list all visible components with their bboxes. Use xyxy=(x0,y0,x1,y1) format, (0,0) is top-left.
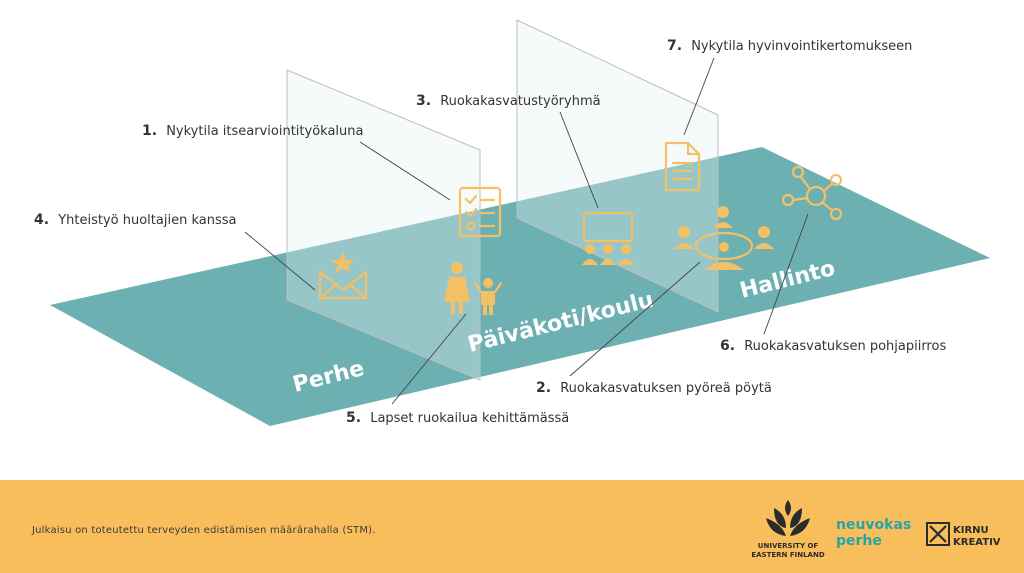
glass-panel-left xyxy=(286,69,481,381)
uef-line-2: EASTERN FINLAND xyxy=(751,551,824,559)
callout-6: 6. Ruokakasvatuksen pohjapiirros xyxy=(720,338,946,354)
callout-1: 1. Nykytila itsearviointityökaluna xyxy=(142,123,363,139)
leader-line-3 xyxy=(559,111,599,209)
callout-5: 5. Lapset ruokailua kehittämässä xyxy=(346,410,569,426)
envelope-star-icon xyxy=(318,252,368,300)
uef-logo: UNIVERSITY OF EASTERN FINLAND xyxy=(751,500,825,559)
round-table-icon xyxy=(674,206,774,270)
kirnu-emblem-icon xyxy=(926,522,950,546)
document-icon xyxy=(664,141,701,192)
kirnu-line-2: KREATIV xyxy=(953,537,1001,548)
team-meeting-icon xyxy=(582,211,634,265)
neuvokas-line-2: perhe xyxy=(836,533,882,549)
neuvokas-perhe-logo: neuvokas perhe xyxy=(836,517,911,549)
diagram-canvas: Perhe Päiväkoti/koulu Hallinto xyxy=(34,19,990,426)
neuvokas-line-1: neuvokas xyxy=(836,517,911,533)
leader-line-6 xyxy=(763,213,809,335)
checklist-icon xyxy=(458,186,502,238)
uef-line-1: UNIVERSITY OF xyxy=(758,542,819,550)
callout-3: 3. Ruokakasvatustyöryhmä xyxy=(416,93,601,109)
callout-7: 7. Nykytila hyvinvointikertomukseen xyxy=(667,38,912,54)
kirnu-kreativ-logo: KIRNU KREATIV xyxy=(926,522,1001,548)
leader-line-2 xyxy=(569,261,701,377)
footer-bar: Julkaisu on toteutettu terveyden edistäm… xyxy=(0,480,1024,573)
glass-panel-right xyxy=(516,19,719,313)
floor-plane xyxy=(50,147,990,426)
leader-line-5 xyxy=(391,313,467,405)
kirnu-line-1: KIRNU xyxy=(953,525,989,536)
network-icon xyxy=(781,165,843,221)
callout-4: 4. Yhteistyö huoltajien kanssa xyxy=(34,212,236,228)
parent-child-icon xyxy=(444,262,503,315)
leader-line-1 xyxy=(359,141,451,201)
callout-2: 2. Ruokakasvatuksen pyöreä pöytä xyxy=(536,380,772,396)
leader-line-4 xyxy=(244,231,316,291)
leader-line-7 xyxy=(683,57,715,136)
uef-emblem-icon xyxy=(766,500,810,536)
funding-note: Julkaisu on toteutettu terveyden edistäm… xyxy=(32,525,376,536)
